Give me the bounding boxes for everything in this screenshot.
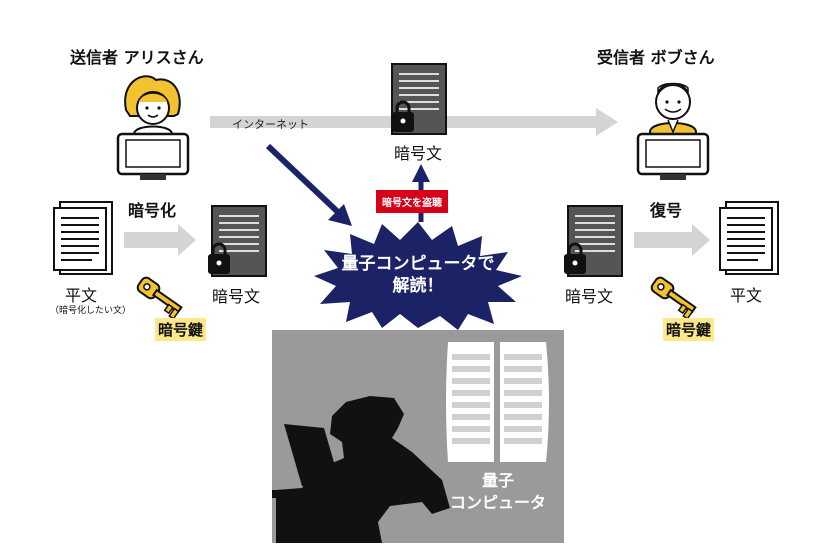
receiver-key-label: 暗号鍵 <box>663 318 715 341</box>
sender-ciphertext-doc <box>208 205 267 277</box>
intercept-arrow-head <box>328 204 352 226</box>
receiver-ciphertext-doc <box>564 205 623 277</box>
receiver-plaintext-doc <box>719 201 779 275</box>
steal-arrow-head <box>412 164 430 182</box>
alice-figure <box>116 75 190 180</box>
decrypt-arrow <box>634 224 710 256</box>
receiver-key-icon <box>650 276 697 320</box>
plaintext-note: （暗号化したい文） <box>50 306 132 316</box>
center-ciphertext-doc <box>391 63 447 135</box>
sender-plaintext-doc <box>53 201 113 275</box>
sender-plaintext-label: 平文 <box>65 286 98 305</box>
attack-line1: 量子コンピュータで <box>341 254 495 274</box>
steal-badge: 暗号文を盗聴 <box>376 190 448 213</box>
sender-title: 送信者 アリスさん <box>70 48 204 67</box>
intercept-arrow-line <box>265 143 343 217</box>
hacker-silhouette <box>272 396 450 543</box>
attack-starburst <box>314 222 522 330</box>
sender-ciphertext-label: 暗号文 <box>212 287 261 306</box>
sender-key-icon <box>136 276 183 320</box>
attack-line2: 解読！ <box>392 276 444 296</box>
qc-line1: 量子 <box>481 471 514 490</box>
qc-line2: コンピュータ <box>449 493 546 512</box>
center-ciphertext-label: 暗号文 <box>394 144 443 163</box>
internet-label: インターネット <box>232 118 309 131</box>
receiver-title: 受信者 ボブさん <box>597 48 715 67</box>
quantum-computer-icon <box>446 342 549 462</box>
decrypt-label: 復号 <box>650 201 683 220</box>
bob-figure <box>636 82 710 180</box>
receiver-ciphertext-label: 暗号文 <box>565 287 614 306</box>
hacker-panel: 量子 コンピュータ <box>272 330 564 543</box>
encrypt-label: 暗号化 <box>128 201 177 220</box>
encrypt-arrow <box>124 224 196 256</box>
receiver-plaintext-label: 平文 <box>730 286 763 305</box>
sender-key-label: 暗号鍵 <box>155 318 207 341</box>
